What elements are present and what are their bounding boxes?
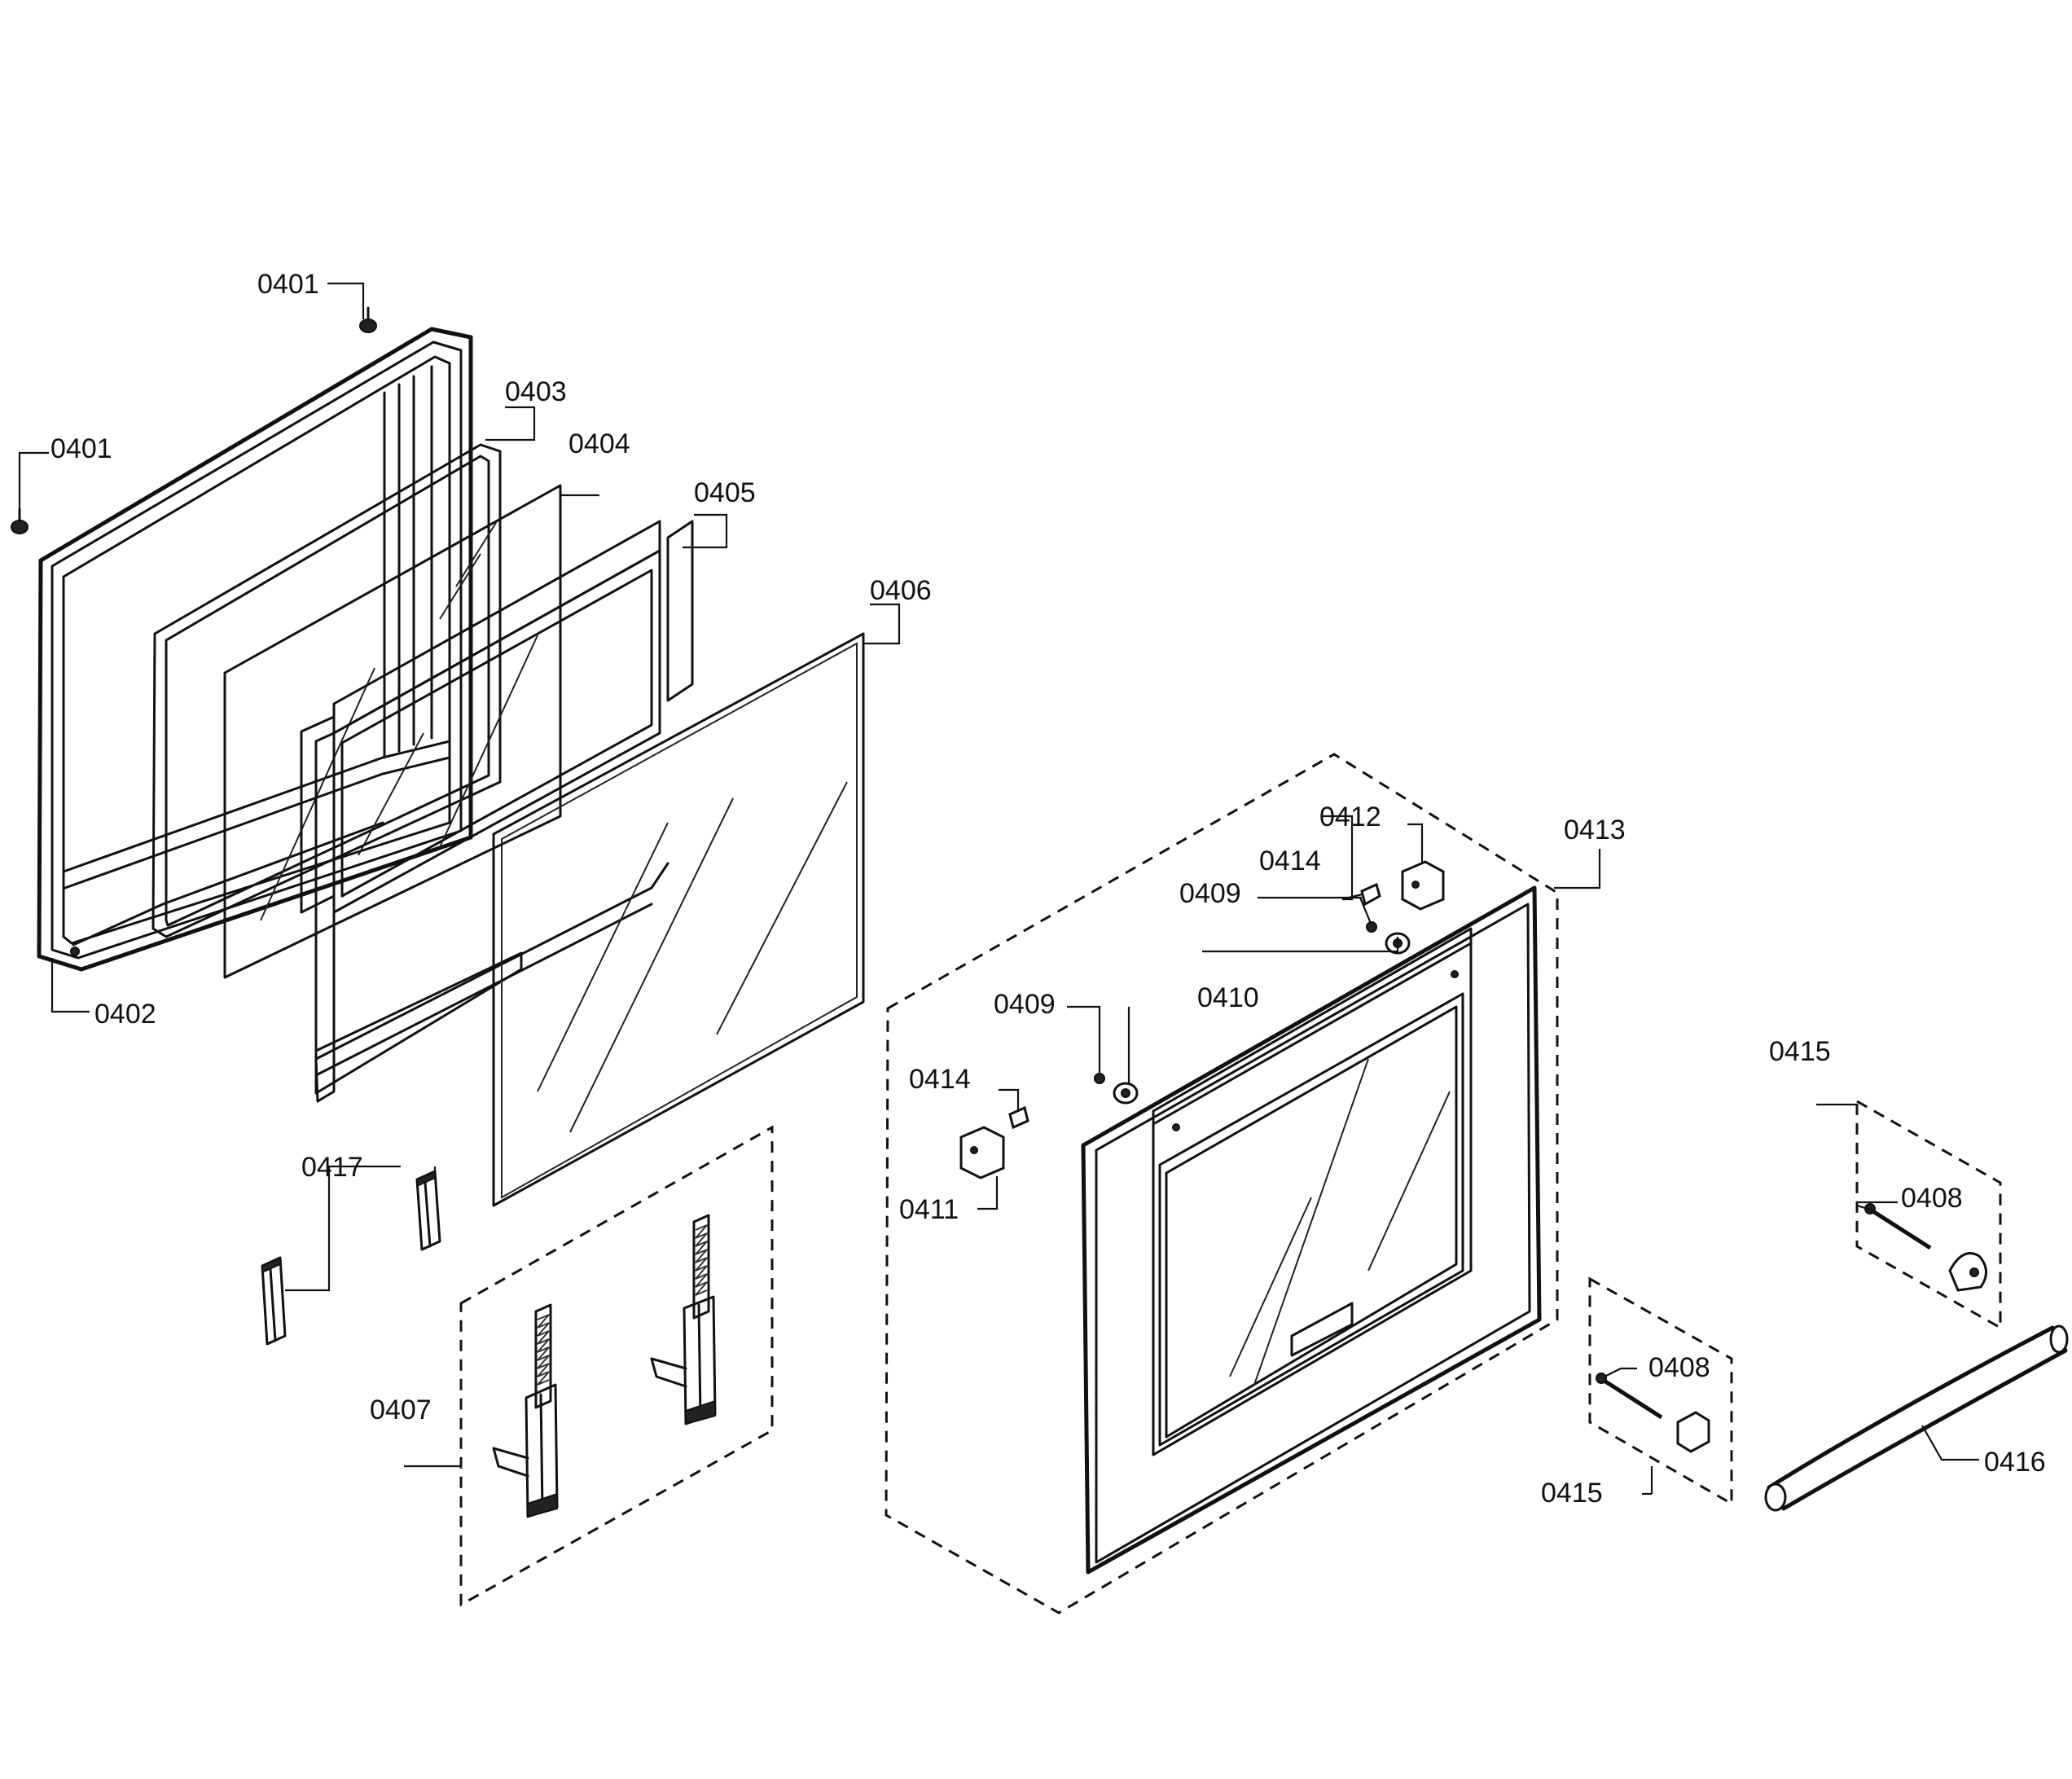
- callout-0401-left[interactable]: 0401: [50, 433, 112, 464]
- hinge-bracket-part-0417-lower[interactable]: [261, 1256, 287, 1346]
- callout-0402[interactable]: 0402: [94, 999, 156, 1030]
- screw-part-0401-left[interactable]: [11, 507, 29, 534]
- callout-0408-upper[interactable]: 0408: [1901, 1183, 1963, 1214]
- glass-frame-part-0405[interactable]: [300, 520, 694, 1103]
- end-cap-part-0415-lower[interactable]: [1676, 1411, 1710, 1453]
- hinge-group-outline: [459, 1125, 774, 1607]
- hinge-part-0407-left[interactable]: [492, 1303, 559, 1518]
- callout-0408-lower[interactable]: 0408: [1648, 1352, 1710, 1383]
- outer-glass-part-0406[interactable]: [492, 632, 865, 1207]
- screw-part-0401-top[interactable]: [359, 306, 377, 333]
- callout-0416[interactable]: 0416: [1984, 1447, 2046, 1478]
- callout-0405[interactable]: 0405: [694, 477, 756, 508]
- callout-0401-top[interactable]: 0401: [257, 269, 319, 300]
- callout-0411[interactable]: 0411: [899, 1194, 959, 1225]
- hinge-part-0407-right[interactable]: [650, 1214, 717, 1425]
- handle-bar-part-0416[interactable]: [1764, 1324, 2069, 1512]
- end-cap-group-outline-lower: [1588, 1276, 1733, 1506]
- callout-0413[interactable]: 0413: [1564, 815, 1626, 846]
- washer-part-0410-lower[interactable]: [1113, 1082, 1139, 1105]
- clip-part-0414-upper[interactable]: [1360, 882, 1381, 907]
- callout-0407[interactable]: 0407: [370, 1395, 432, 1425]
- screw-part-0408-lower[interactable]: [1596, 1373, 1663, 1420]
- end-cap-part-0415-upper[interactable]: [1948, 1252, 1987, 1292]
- callout-0410[interactable]: 0410: [1197, 982, 1259, 1013]
- hinge-bracket-part-0417-upper[interactable]: [415, 1170, 441, 1251]
- callout-0403[interactable]: 0403: [505, 376, 567, 407]
- bracket-part-0412[interactable]: [1401, 860, 1445, 911]
- clip-part-0414-lower[interactable]: [1008, 1105, 1029, 1130]
- callout-0409-upper[interactable]: 0409: [1179, 878, 1241, 909]
- washer-part-0409-lower[interactable]: [1094, 1073, 1105, 1084]
- callout-0414-lower[interactable]: 0414: [909, 1064, 971, 1095]
- callout-0412[interactable]: 0412: [1319, 802, 1381, 832]
- callout-0404[interactable]: 0404: [568, 428, 630, 459]
- gasket-part-0403[interactable]: [151, 443, 502, 938]
- outer-door-part-0413[interactable]: [1081, 885, 1542, 1575]
- callout-labels: 0401 0401 0402 0403 0404 0405 0406 0407 …: [50, 269, 2046, 1509]
- callout-0414-upper[interactable]: 0414: [1259, 846, 1321, 876]
- outer-door-group-outline: [885, 753, 1559, 1614]
- callout-0406[interactable]: 0406: [870, 575, 932, 606]
- leader-lines: [18, 282, 1979, 1496]
- callout-0417[interactable]: 0417: [301, 1152, 363, 1183]
- washer-part-0409-upper[interactable]: [1366, 921, 1377, 933]
- callout-0415-lower[interactable]: 0415: [1541, 1478, 1603, 1509]
- bracket-part-0411[interactable]: [959, 1126, 1005, 1179]
- inner-glass-panel-part-0404[interactable]: [223, 484, 562, 979]
- callout-0409-lower[interactable]: 0409: [994, 989, 1056, 1020]
- callout-0415-upper[interactable]: 0415: [1769, 1036, 1831, 1067]
